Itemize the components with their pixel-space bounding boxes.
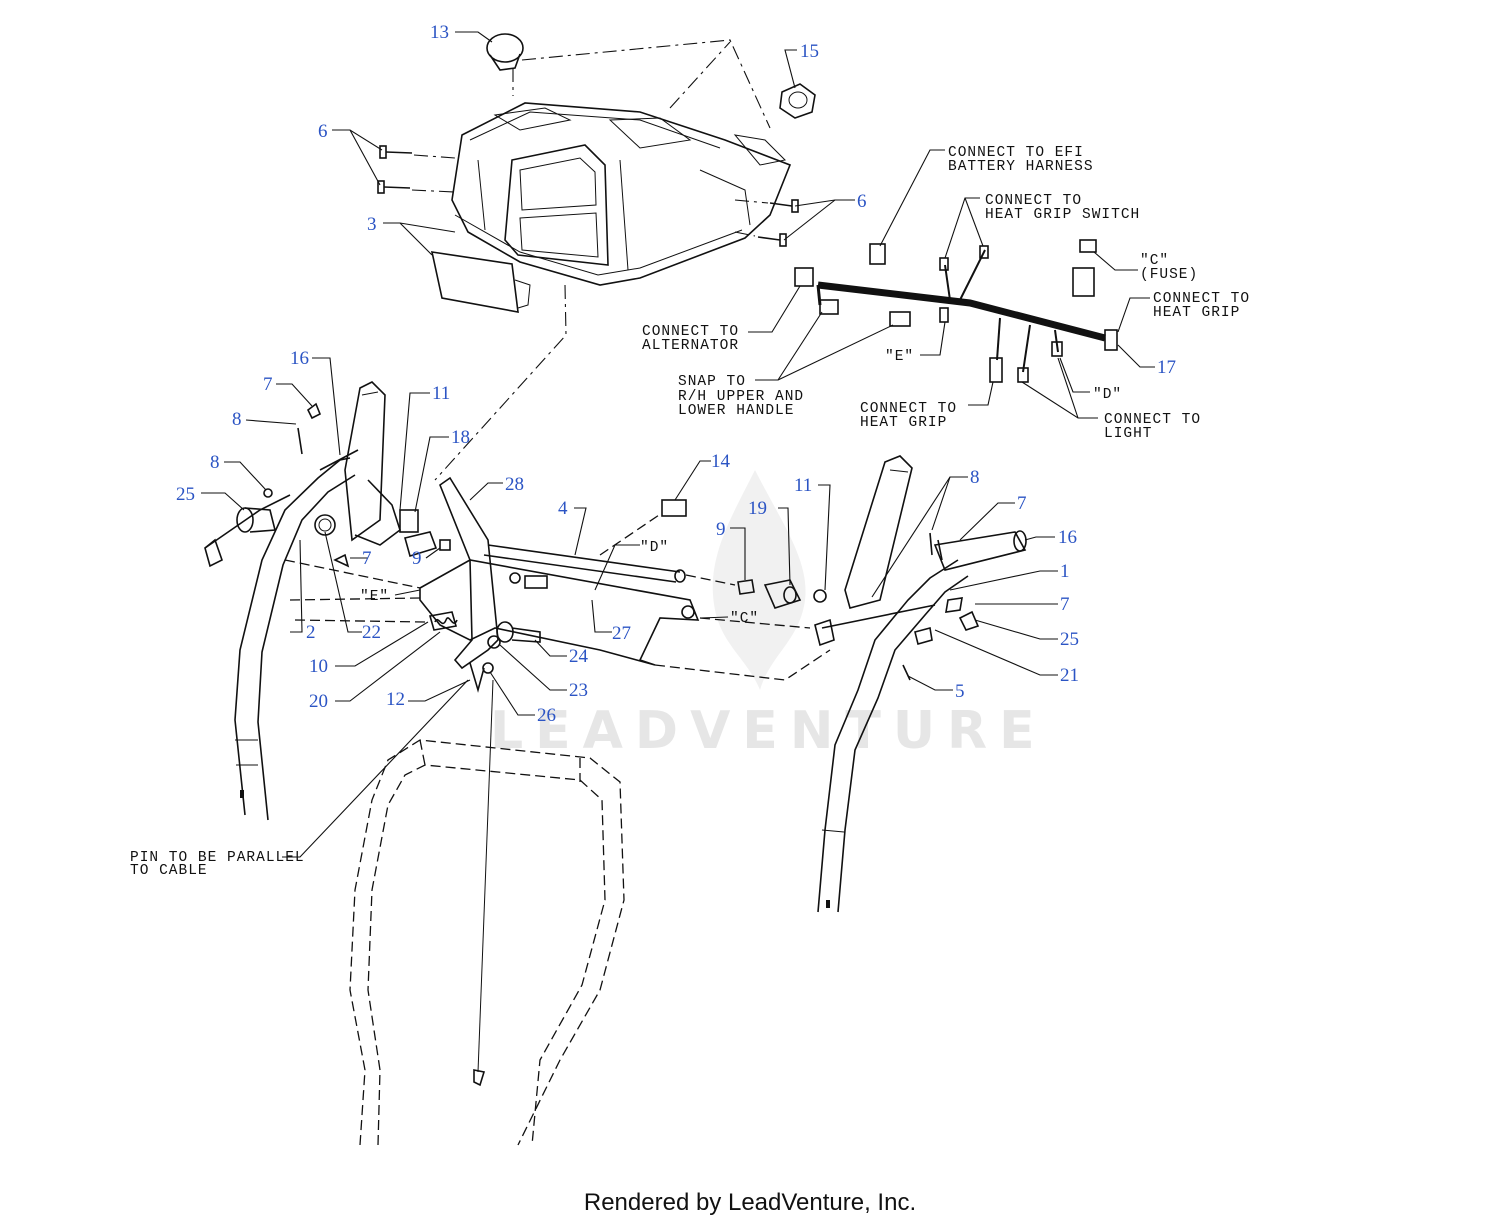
cable [477, 679, 494, 1073]
callout-9-right[interactable]: 9 [716, 519, 726, 540]
console-housing [451, 102, 792, 286]
console-cover [430, 251, 519, 313]
footer-credit: Rendered by LeadVenture, Inc. [584, 1189, 916, 1216]
note-c-panel: "C" [730, 611, 759, 627]
callout-23[interactable]: 23 [569, 680, 588, 701]
callout-13[interactable]: 13 [430, 22, 449, 43]
clip-26 [482, 662, 494, 674]
left-upper-handle [234, 381, 401, 821]
note-light-line2: LIGHT [1104, 426, 1153, 442]
callout-6-left[interactable]: 6 [318, 121, 328, 142]
note-pin-line2: TO CABLE [130, 863, 208, 879]
washer-23 [487, 635, 501, 649]
control-panel-27 [419, 559, 700, 666]
note-heat-grip-bottom-line2: HEAT GRIP [860, 415, 947, 431]
note-heat-grip-right-line1: CONNECT TO [1153, 291, 1250, 307]
callout-10[interactable]: 10 [309, 656, 328, 677]
leadventure-watermark: LEADVENTURE [490, 470, 1047, 761]
callout-19[interactable]: 19 [748, 498, 767, 519]
callout-8-top-left[interactable]: 8 [232, 409, 242, 430]
note-pin-line1: PIN TO BE PARALLEL [130, 850, 305, 866]
note-heat-grip-bottom-line1: CONNECT TO [860, 401, 957, 417]
lower-handle [349, 739, 625, 1146]
knob-13 [486, 33, 524, 71]
note-heat-grip-switch-line1: CONNECT TO [985, 193, 1082, 209]
callout-25-right[interactable]: 25 [1060, 629, 1079, 650]
callout-2[interactable]: 2 [306, 622, 316, 643]
leader-lines [201, 31, 1155, 858]
note-e-panel: "E" [360, 589, 389, 605]
note-snap-line1: SNAP TO [678, 374, 746, 390]
note-efi-line1: CONNECT TO EFI [948, 145, 1084, 161]
left-heat-grip-25 [204, 494, 291, 568]
callout-8-mid-left[interactable]: 8 [210, 452, 220, 473]
bolt-24 [496, 621, 541, 643]
callout-7-bottom-left[interactable]: 7 [362, 548, 372, 569]
screws-6-right [757, 199, 799, 247]
right-grip-25 [814, 604, 980, 647]
callout-7-top-left[interactable]: 7 [263, 374, 273, 395]
callout-26[interactable]: 26 [537, 705, 556, 726]
callout-12[interactable]: 12 [386, 689, 405, 710]
callout-1[interactable]: 1 [1060, 561, 1070, 582]
callout-27[interactable]: 27 [612, 623, 631, 644]
heat-grip-switch-14 [661, 499, 687, 517]
screws-6-left [377, 145, 413, 194]
callout-3[interactable]: 3 [367, 214, 377, 235]
callouts: 13 15 6 6 3 16 11 7 8 18 8 25 7 9 2 22 1… [176, 22, 1176, 726]
callout-11-right[interactable]: 11 [794, 475, 812, 496]
note-alternator-line1: CONNECT TO [642, 324, 739, 340]
callout-28[interactable]: 28 [505, 474, 524, 495]
callout-24[interactable]: 24 [569, 646, 589, 667]
note-light-line1: CONNECT TO [1104, 412, 1201, 428]
note-e-harness: "E" [885, 349, 914, 365]
callout-9-left[interactable]: 9 [412, 548, 422, 569]
callout-18[interactable]: 18 [451, 427, 470, 448]
callout-11-left[interactable]: 11 [432, 383, 450, 404]
note-c-fuse-line1: "C" [1140, 253, 1169, 269]
callout-22[interactable]: 22 [362, 622, 381, 643]
note-d-panel: "D" [640, 540, 669, 556]
callout-6-right[interactable]: 6 [857, 191, 867, 212]
callout-5[interactable]: 5 [955, 681, 965, 702]
watermark-text: LEADVENTURE [490, 701, 1047, 761]
note-snap-line2: R/H UPPER AND [678, 389, 804, 405]
callout-16-left[interactable]: 16 [290, 348, 309, 369]
shift-lever-28 [439, 476, 499, 670]
callout-14[interactable]: 14 [711, 451, 731, 472]
right-upper-handle [817, 455, 969, 913]
callout-7-top-right[interactable]: 7 [1017, 493, 1027, 514]
wiring-harness-17 [794, 239, 1118, 383]
knob-15 [779, 83, 816, 119]
callout-7-bottom-right[interactable]: 7 [1060, 594, 1070, 615]
callout-25-left[interactable]: 25 [176, 484, 195, 505]
note-alternator-line2: ALTERNATOR [642, 338, 739, 354]
note-c-fuse-line2: (FUSE) [1140, 267, 1198, 283]
right-small-parts [737, 532, 963, 681]
callout-8-right[interactable]: 8 [970, 467, 980, 488]
note-d-harness: "D" [1093, 387, 1122, 403]
spring-20 [434, 617, 458, 625]
callout-15[interactable]: 15 [800, 41, 819, 62]
callout-21[interactable]: 21 [1060, 665, 1079, 686]
callout-4[interactable]: 4 [558, 498, 568, 519]
left-small-parts [263, 402, 458, 631]
cross-tube-4 [483, 544, 686, 583]
callout-16-right[interactable]: 16 [1058, 527, 1077, 548]
hairpin-12 [469, 662, 485, 693]
note-heat-grip-right-line2: HEAT GRIP [1153, 305, 1240, 321]
right-heat-grip-16 [933, 530, 1027, 571]
note-heat-grip-switch-line2: HEAT GRIP SWITCH [985, 207, 1140, 223]
harness-notes: CONNECT TO EFI BATTERY HARNESS CONNECT T… [642, 145, 1250, 442]
assembly-notes: "D" "E" "C" PIN TO BE PARALLEL TO CABLE [130, 540, 759, 879]
callout-17[interactable]: 17 [1157, 357, 1176, 378]
note-snap-line3: LOWER HANDLE [678, 403, 794, 419]
note-efi-line2: BATTERY HARNESS [948, 159, 1094, 175]
callout-20[interactable]: 20 [309, 691, 328, 712]
